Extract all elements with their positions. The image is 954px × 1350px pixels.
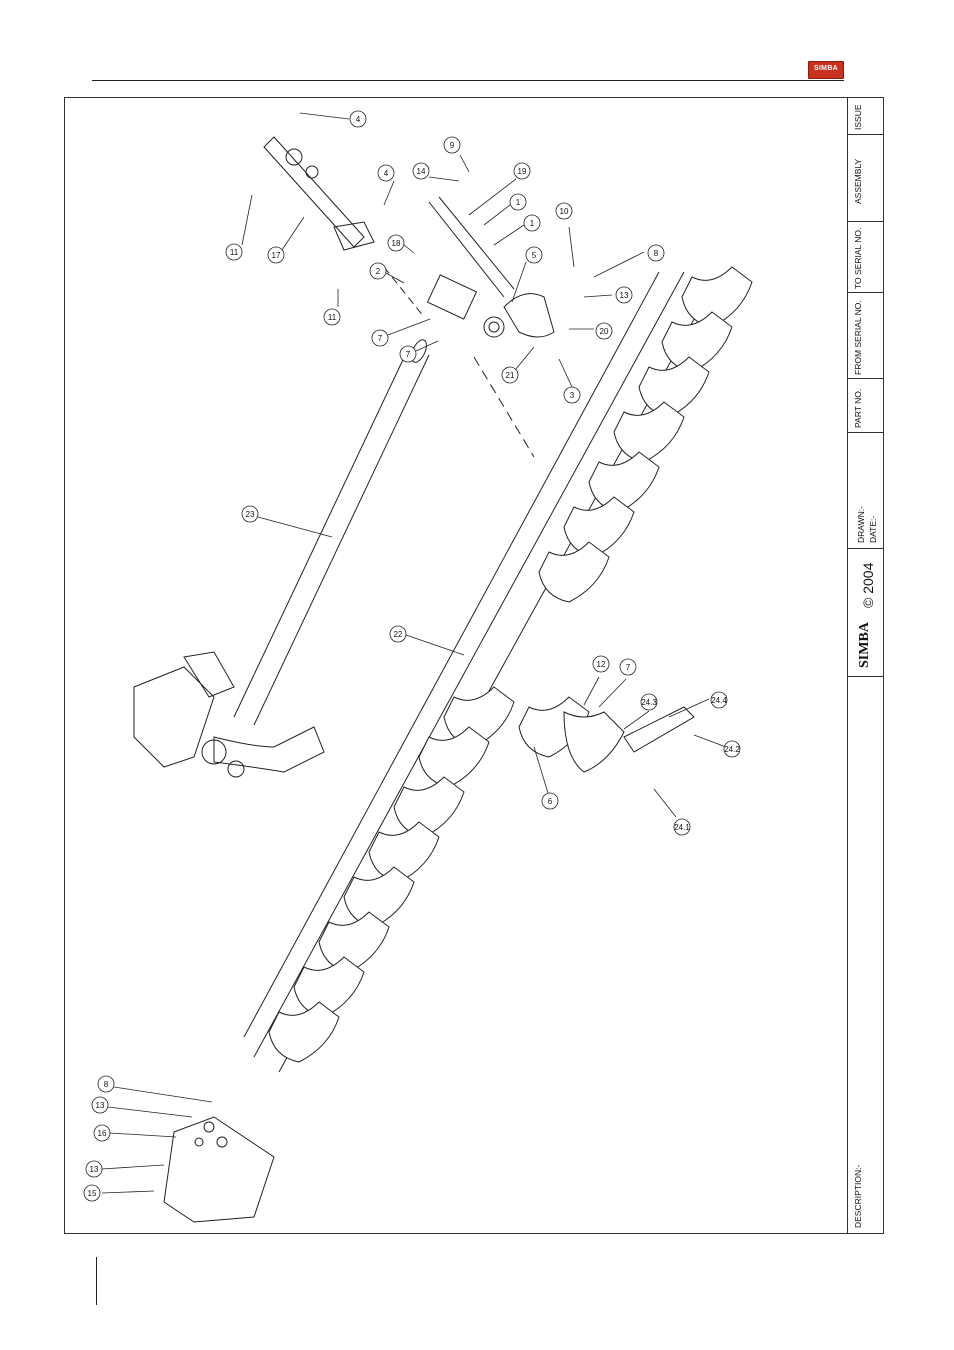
- svg-text:22: 22: [394, 630, 403, 639]
- svg-text:17: 17: [272, 251, 281, 260]
- svg-text:24.4: 24.4: [711, 696, 727, 705]
- simba-logo: SIMBA: [808, 61, 844, 79]
- title-block-divider: [847, 134, 884, 135]
- title-block-divider: [847, 292, 884, 293]
- svg-text:20: 20: [600, 327, 609, 336]
- title-block-divider: [847, 221, 884, 222]
- svg-text:1: 1: [516, 198, 521, 207]
- label-description: DESCRIPTION:-: [853, 1165, 863, 1228]
- svg-text:9: 9: [450, 141, 455, 150]
- title-block-divider: [847, 378, 884, 379]
- label-drawn: DRAWN:-: [856, 506, 866, 543]
- svg-text:7: 7: [626, 663, 631, 672]
- svg-text:5: 5: [532, 251, 537, 260]
- svg-text:18: 18: [392, 239, 401, 248]
- title-block-divider: [847, 548, 884, 549]
- svg-text:6: 6: [548, 797, 553, 806]
- exploded-view-drawing: 4 4 9 14 19 1 1 10 5 8 13 18 2 11 17 11 …: [64, 97, 847, 1234]
- svg-text:24.2: 24.2: [724, 745, 740, 754]
- label-to-serial: TO SERIAL NO.: [853, 228, 863, 289]
- svg-text:2: 2: [376, 267, 381, 276]
- svg-text:13: 13: [620, 291, 629, 300]
- svg-text:1: 1: [530, 219, 535, 228]
- svg-text:8: 8: [654, 249, 659, 258]
- svg-text:7: 7: [378, 334, 383, 343]
- label-date: DATE:-: [868, 516, 878, 543]
- svg-text:14: 14: [417, 167, 426, 176]
- brand-mark: SIMBA: [857, 622, 873, 668]
- title-block-divider: [847, 432, 884, 433]
- svg-text:4: 4: [384, 169, 389, 178]
- svg-text:13: 13: [90, 1165, 99, 1174]
- svg-text:4: 4: [356, 115, 361, 124]
- svg-text:24.3: 24.3: [641, 698, 657, 707]
- svg-text:10: 10: [560, 207, 569, 216]
- title-block-divider: [847, 676, 884, 677]
- label-issue: ISSUE: [853, 104, 863, 130]
- svg-text:21: 21: [506, 371, 515, 380]
- svg-text:11: 11: [230, 248, 239, 257]
- copyright-text: © 2004: [860, 563, 876, 608]
- logo-text: SIMBA: [809, 65, 843, 72]
- label-part-no: PART NO.: [853, 389, 863, 428]
- label-from-serial: FROM SERIAL NO.: [853, 300, 863, 375]
- svg-text:16: 16: [98, 1129, 107, 1138]
- svg-text:15: 15: [88, 1189, 97, 1198]
- svg-text:13: 13: [96, 1101, 105, 1110]
- svg-text:11: 11: [328, 313, 337, 322]
- svg-text:8: 8: [104, 1080, 109, 1089]
- svg-text:19: 19: [518, 167, 527, 176]
- page-margin-line: [96, 1257, 97, 1305]
- svg-text:7: 7: [406, 350, 411, 359]
- svg-text:12: 12: [597, 660, 606, 669]
- header-rule: [92, 80, 844, 81]
- label-assembly: ASSEMBLY: [853, 159, 863, 204]
- svg-text:3: 3: [570, 391, 575, 400]
- svg-text:23: 23: [246, 510, 255, 519]
- svg-text:24.1: 24.1: [674, 823, 690, 832]
